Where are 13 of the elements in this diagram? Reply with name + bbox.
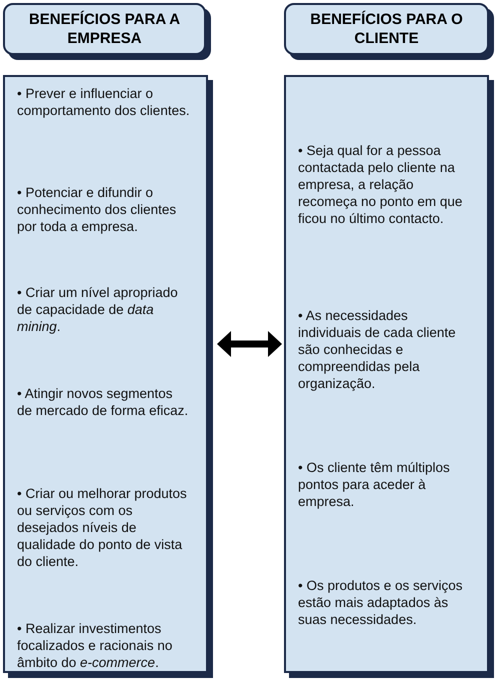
bullet-text: • Os cliente têm múltiplos pontos para aceder à empresa. [298, 459, 451, 510]
bullet-text: • Criar ou melhorar produtos ou serviços com os desejados níveis de qualidade do ponto de vista do cliente. [17, 485, 188, 570]
bullet-text: • Os produtos e os serviços estão mais adaptados às suas necessidades. [298, 577, 464, 628]
bullet-text: • Realizar investimentos focalizados e racionais no âmbito do e-commerce. [17, 620, 174, 671]
header-title: BENEFÍCIOS PARA A EMPRESA [28, 10, 182, 48]
double-arrow [217, 331, 282, 357]
bullet-text: • Potenciar e difundir o conhecimento dos clientes por toda a empresa. [17, 184, 178, 235]
bullet-text: • As necessidades individuais de cada cliente são conhecidas e compreendidas pela organização. [298, 307, 457, 392]
bullet-text: • Prever e influenciar o comportamento dos clientes. [17, 85, 190, 119]
bullet-text: • Atingir novos segmentos de mercado de forma eficaz. [17, 385, 190, 419]
bullet-text: • Seja qual for a pessoa contactada pelo cliente na empresa, a relação recomeça no ponto em que ficou no último contacto. [298, 142, 464, 227]
header-title: BENEFÍCIOS PARA O CLIENTE [309, 10, 464, 48]
bullet-text: • Criar um nível apropriado de capacidade de data mining. [17, 284, 179, 335]
